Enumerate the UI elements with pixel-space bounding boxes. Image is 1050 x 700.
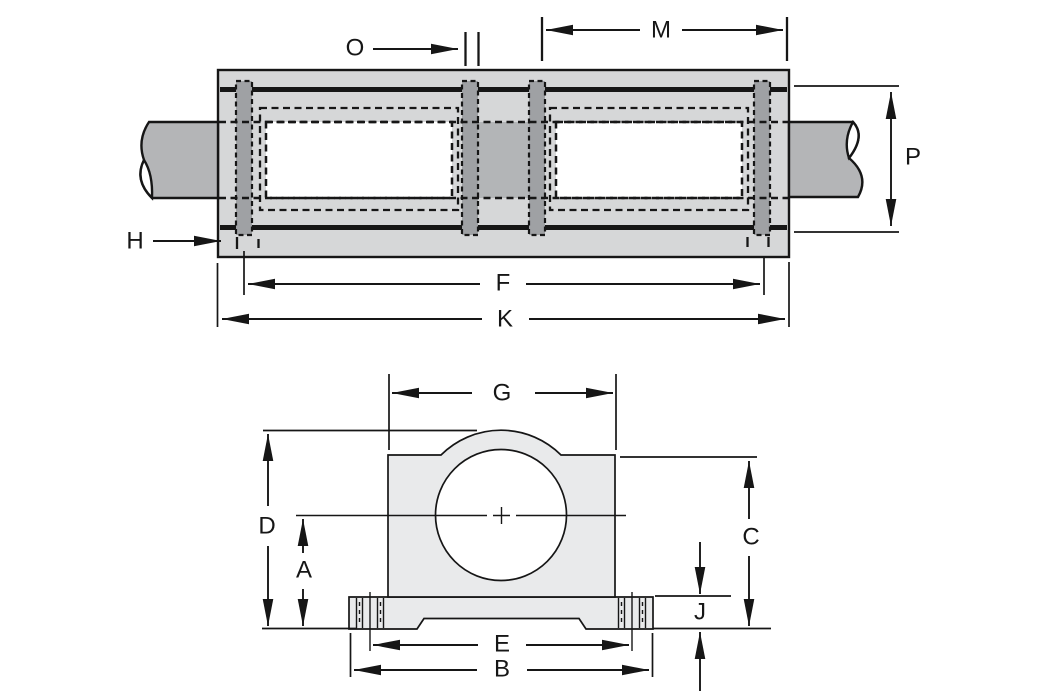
dim-label-K: K [497, 306, 513, 333]
shaft-break-right [845, 119, 860, 161]
bearing-left-bore-outline [264, 120, 454, 200]
dimension-H: H [126, 228, 221, 255]
dim-label-E: E [494, 631, 510, 658]
dimension-A: A [296, 519, 312, 626]
dimension-D: D [258, 429, 477, 630]
bearing-right-outer-outline [548, 106, 750, 212]
side-section-view: O M P H [126, 17, 921, 333]
mounting-slot-right [617, 592, 647, 651]
housing-top-plate-line [220, 87, 787, 92]
retaining-ring-inner-right [527, 79, 547, 237]
dim-label-J: J [694, 599, 706, 626]
shaft-spacer [478, 122, 529, 198]
dim-label-H: H [126, 228, 143, 255]
dim-label-P: P [905, 144, 921, 171]
dim-label-M: M [651, 17, 671, 44]
housing-bottom-plate-line [220, 225, 787, 230]
dimension-P: P [794, 85, 921, 233]
dimension-J: J [655, 542, 731, 691]
shaft-break-left [139, 157, 154, 201]
mounting-slot-left [355, 592, 385, 651]
dimension-M: M [540, 17, 789, 61]
retaining-ring-inner-left [460, 79, 480, 237]
dim-label-A: A [296, 557, 312, 584]
base-flange [348, 596, 654, 630]
dim-label-O: O [346, 35, 365, 62]
dimension-F: F [243, 251, 765, 297]
dimension-K: K [216, 262, 790, 333]
retaining-ring-outer-left [234, 79, 254, 237]
dimension-O: O [346, 32, 480, 66]
dim-label-B: B [494, 656, 510, 683]
retaining-ring-outer-right [752, 79, 772, 237]
dimension-C: C [620, 456, 771, 630]
bearing-left-outer-outline [258, 106, 460, 212]
dim-label-C: C [742, 524, 759, 551]
end-view: G D A C J [258, 374, 771, 691]
dimension-E: E [373, 631, 629, 658]
dim-label-F: F [496, 270, 511, 297]
bearing-right-bore-outline [554, 120, 744, 200]
dim-label-G: G [493, 380, 512, 407]
dim-label-D: D [258, 513, 275, 540]
dimension-B: B [349, 633, 654, 683]
dimension-G: G [388, 374, 617, 450]
